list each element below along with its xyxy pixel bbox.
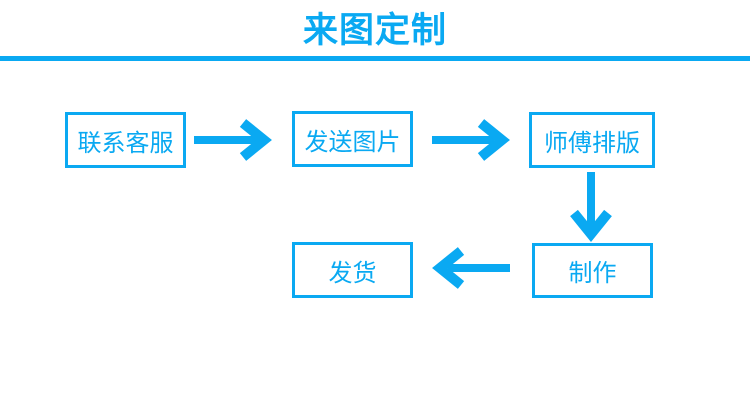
arrow-left-icon bbox=[428, 246, 512, 290]
flow-step-send-image: 发送图片 bbox=[292, 111, 413, 167]
flow-step-ship: 发货 bbox=[292, 242, 413, 298]
flow-step-contact-service: 联系客服 bbox=[65, 112, 186, 168]
flow-step-make: 制作 bbox=[532, 243, 653, 298]
flow-step-label: 师傅排版 bbox=[544, 129, 640, 157]
flow-step-label: 联系客服 bbox=[77, 129, 174, 157]
title-divider bbox=[0, 56, 750, 61]
flow-step-label: 发货 bbox=[328, 259, 377, 287]
flow-step-label: 发送图片 bbox=[304, 128, 401, 156]
arrow-down-icon bbox=[569, 170, 613, 242]
arrow-right-icon bbox=[430, 118, 512, 162]
flow-step-typesetting: 师傅排版 bbox=[529, 112, 655, 168]
arrow-right-icon bbox=[192, 118, 274, 162]
page-title: 来图定制 bbox=[302, 11, 447, 50]
flow-step-label: 制作 bbox=[568, 260, 617, 287]
